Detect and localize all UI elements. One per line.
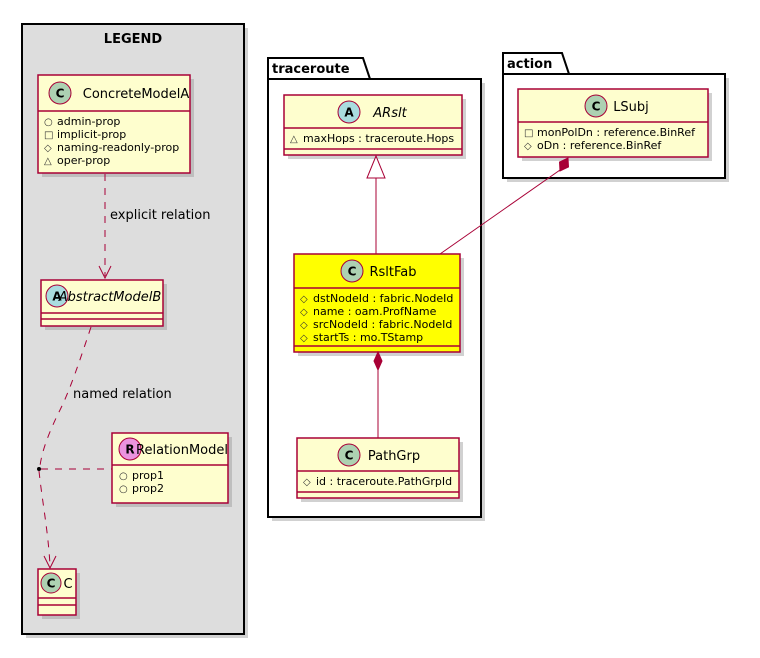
svg-text:◇: ◇ (300, 333, 308, 344)
svg-text:◇: ◇ (44, 143, 52, 154)
class-name: C (63, 577, 72, 592)
class-arslt[interactable]: A ARslt △ maxHops : traceroute.Hops (283, 94, 466, 159)
svg-text:◇: ◇ (524, 141, 532, 152)
legend-title: LEGEND (104, 32, 163, 47)
arrowhead-icon (43, 555, 57, 570)
explicit-relation-label: explicit relation (110, 208, 210, 223)
svg-text:A: A (344, 106, 354, 120)
svg-text:C: C (56, 87, 65, 101)
svg-text:△: △ (290, 134, 298, 145)
class-badge-icon (337, 443, 361, 467)
named-relation-line (39, 326, 92, 467)
svg-text:□: □ (44, 130, 53, 141)
prop: id : traceroute.PathGrpId (316, 475, 452, 488)
class-name: RsltFab (369, 265, 416, 280)
svg-text:C: C (47, 577, 56, 591)
named-relation-label: named relation (73, 387, 172, 402)
svg-text:R: R (125, 443, 134, 457)
prop: oDn : reference.BinRef (537, 139, 662, 152)
svg-text:A: A (52, 290, 62, 304)
svg-text:C: C (345, 449, 354, 463)
arrowhead-icon (98, 265, 112, 280)
svg-text:◇: ◇ (300, 307, 308, 318)
prop: srcNodeId : fabric.NodeId (313, 318, 452, 331)
class-name: ARslt (372, 106, 407, 121)
named-relation-line-lower (38, 470, 51, 566)
traceroute-package-tab (267, 57, 371, 80)
svg-text:□: □ (524, 128, 533, 139)
inheritance-arrow-icon (366, 154, 386, 179)
class-badge-icon (340, 259, 364, 283)
composition-diamond-icon (558, 157, 570, 172)
abstract-badge-icon (337, 100, 361, 124)
junction-dot (37, 467, 41, 471)
action-package-tab (502, 52, 570, 75)
prop: admin-prop (57, 115, 120, 128)
prop: prop1 (132, 469, 164, 482)
class-badge-icon (40, 572, 62, 594)
prop: oper-prop (57, 154, 110, 167)
svg-text:◇: ◇ (300, 320, 308, 331)
class-pathgrp[interactable]: C PathGrp ◇ id : traceroute.PathGrpId (296, 437, 463, 502)
class-name: AbstractModelB (58, 290, 162, 305)
class-badge-icon (48, 81, 72, 105)
prop: implicit-prop (57, 128, 126, 141)
prop: monPolDn : reference.BinRef (537, 126, 696, 139)
svg-text:○: ○ (119, 471, 128, 482)
svg-text:C: C (592, 100, 601, 114)
class-name: ConcreteModelA (83, 87, 190, 102)
class-concrete-model-a[interactable]: C ConcreteModelA ○ admin-prop □ implicit… (37, 74, 194, 177)
prop: name : oam.ProfName (313, 305, 437, 318)
prop: naming-readonly-prop (57, 141, 179, 154)
svg-text:◇: ◇ (300, 294, 308, 305)
class-name: RelationModel (136, 443, 228, 458)
class-c[interactable]: C C (37, 568, 80, 619)
prop: prop2 (132, 482, 164, 495)
class-name: PathGrp (368, 449, 420, 464)
class-rsltfab[interactable]: C RsltFab ◇ dstNodeId : fabric.NodeId ◇ … (293, 253, 464, 356)
svg-text:○: ○ (44, 117, 53, 128)
svg-text:○: ○ (119, 484, 128, 495)
composition-line (439, 169, 561, 255)
svg-text:◇: ◇ (303, 477, 311, 488)
relation-badge-icon (118, 437, 142, 461)
prop: startTs : mo.TStamp (313, 331, 423, 344)
svg-text:C: C (348, 265, 357, 279)
package-title: traceroute (272, 62, 350, 77)
package-title: action (507, 57, 552, 72)
prop: maxHops : traceroute.Hops (303, 132, 454, 145)
class-lsubj[interactable]: C LSubj □ monPolDn : reference.BinRef ◇ … (517, 88, 712, 161)
class-badge-icon (584, 94, 608, 118)
abstract-badge-icon (45, 284, 69, 308)
composition-diamond-icon (373, 350, 383, 372)
class-relation-model[interactable]: R RelationModel ○ prop1 ○ prop2 (111, 432, 232, 507)
class-abstract-model-b[interactable]: A AbstractModelB (40, 279, 167, 330)
svg-text:△: △ (44, 156, 52, 167)
prop: dstNodeId : fabric.NodeId (313, 292, 453, 305)
class-name: LSubj (613, 100, 649, 115)
